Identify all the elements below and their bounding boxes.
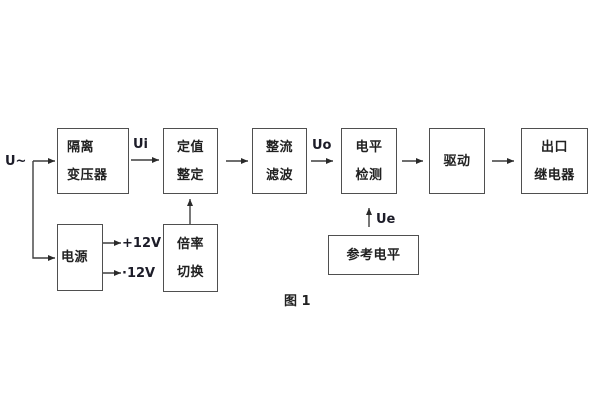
label-plus-12v: +12V: [122, 236, 162, 251]
block-ratio-switching: 倍率 切换: [163, 224, 218, 292]
block-isolation-transformer: 隔离 变压器: [57, 128, 129, 194]
block-drive-label: 驱动: [443, 153, 471, 169]
block-output-relay-line2: 继电器: [534, 167, 575, 183]
block-level-detection-line1: 电平: [355, 139, 383, 155]
block-ratio-switching-line2: 切换: [176, 264, 204, 280]
arrow-input-to-power: [32, 161, 55, 261]
label-uo: Uo: [312, 138, 332, 153]
block-isolation-transformer-line1: 隔离: [67, 139, 95, 155]
block-isolation-transformer-line2: 变压器: [67, 167, 108, 183]
block-value-setting: 定值 整定: [163, 128, 218, 194]
block-power-supply-label: 电源: [61, 250, 89, 265]
label-ue: Ue: [376, 212, 396, 227]
block-ratio-switching-line1: 倍率: [176, 236, 204, 252]
block-output-relay: 出口 继电器: [521, 128, 588, 194]
block-rectifier-filter: 整流 滤波: [252, 128, 307, 194]
block-output-relay-line1: 出口: [540, 139, 568, 155]
block-reference-level-label: 参考电平: [346, 247, 401, 263]
block-value-setting-line1: 定值: [176, 139, 204, 155]
block-value-setting-line2: 整定: [176, 167, 204, 183]
block-level-detection: 电平 检测: [341, 128, 397, 194]
figure-caption: 图 1: [284, 294, 311, 309]
block-reference-level: 参考电平: [328, 235, 419, 275]
block-drive: 驱动: [429, 128, 485, 194]
label-ui: Ui: [133, 137, 149, 152]
block-rectifier-filter-line2: 滤波: [265, 167, 293, 183]
block-rectifier-filter-line1: 整流: [265, 139, 293, 155]
label-minus-12v: ·12V: [122, 266, 156, 281]
block-power-supply: 电源: [57, 224, 103, 291]
block-level-detection-line2: 检测: [355, 167, 383, 183]
label-input-voltage: U~: [5, 154, 27, 169]
